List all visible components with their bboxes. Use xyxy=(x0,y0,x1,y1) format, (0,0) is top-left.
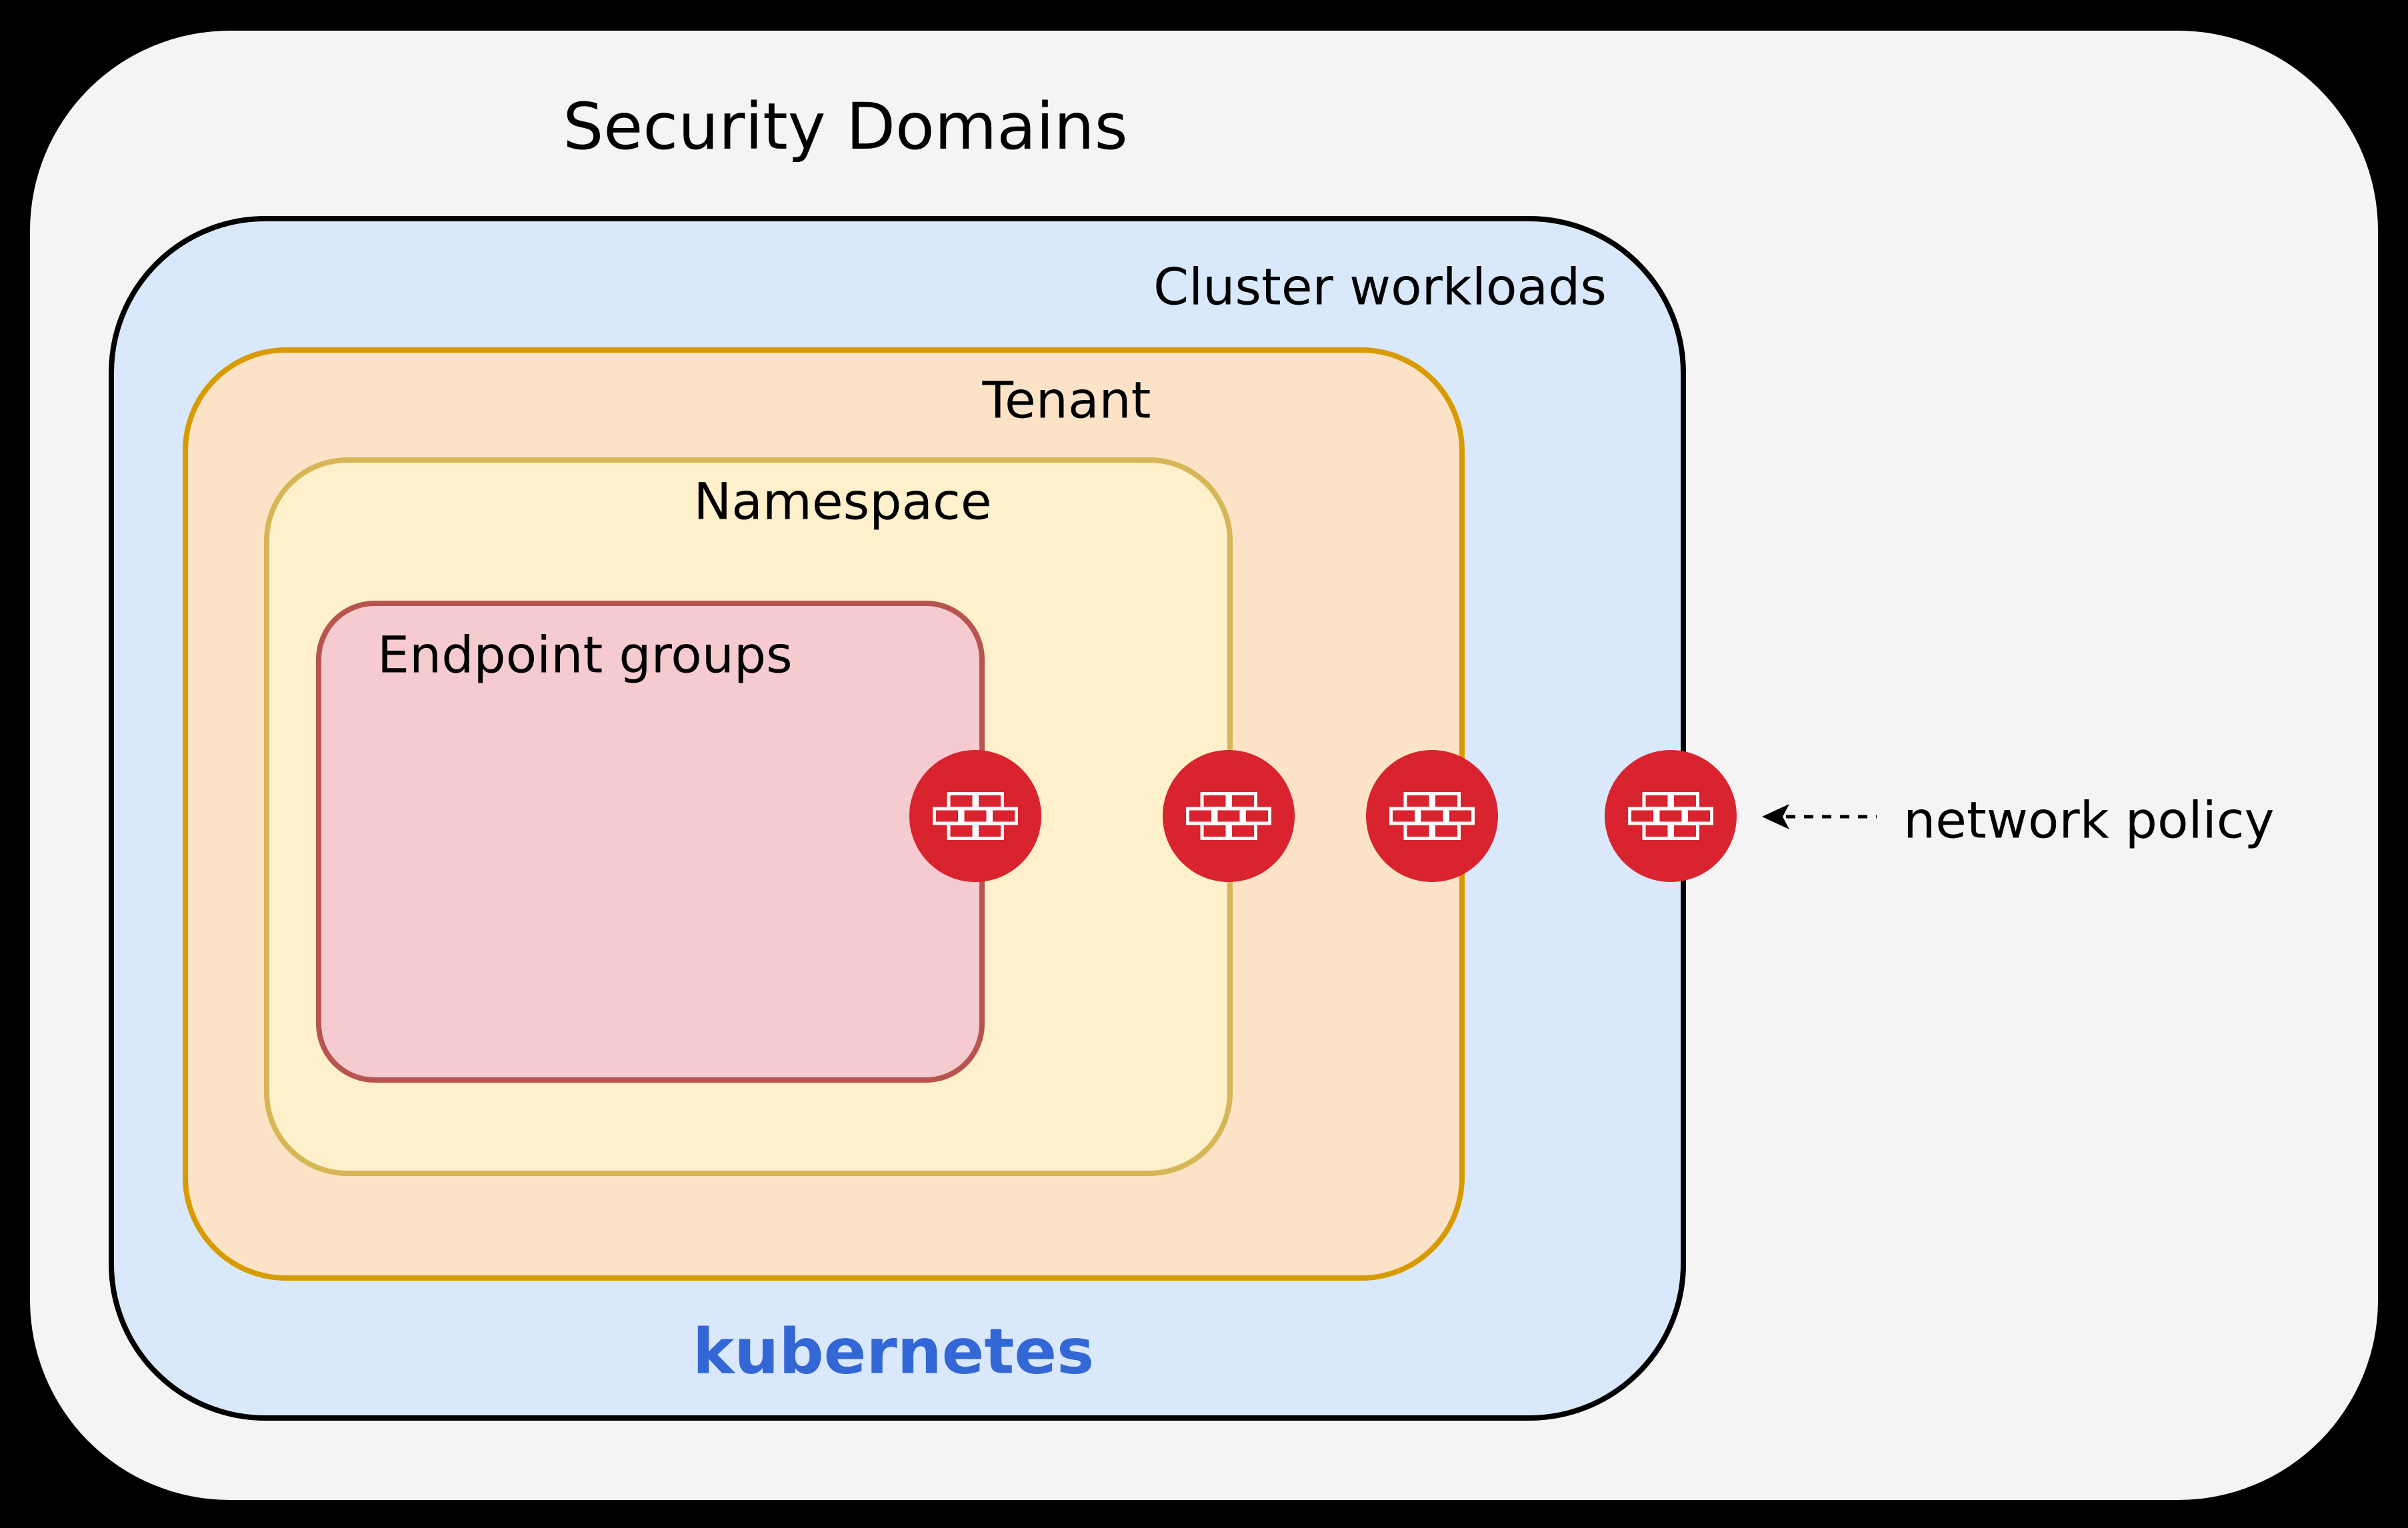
firewall-icon-cluster-boundary xyxy=(1605,750,1737,882)
firewall-icon-namespace-boundary xyxy=(1163,750,1295,882)
firewall-brick-icon xyxy=(1628,792,1713,840)
endpoint-groups-label: Endpoint groups xyxy=(377,625,793,685)
firewall-icon-tenant-boundary xyxy=(1366,750,1498,882)
kubernetes-wordmark: kubernetes xyxy=(692,1315,1095,1389)
namespace-label: Namespace xyxy=(693,471,992,531)
firewall-brick-icon xyxy=(1389,792,1475,840)
cluster-workloads-label: Cluster workloads xyxy=(1153,257,1607,317)
network-policy-label: network policy xyxy=(1903,790,2275,850)
firewall-brick-icon xyxy=(1186,792,1271,840)
firewall-icon-endpoint-boundary xyxy=(909,750,1041,882)
network-policy-arrow xyxy=(1762,804,1877,829)
page-title: Security Domains xyxy=(563,89,1128,164)
firewall-brick-icon xyxy=(933,792,1018,840)
tenant-label: Tenant xyxy=(982,370,1151,430)
endpoint-groups-box xyxy=(316,601,985,1083)
